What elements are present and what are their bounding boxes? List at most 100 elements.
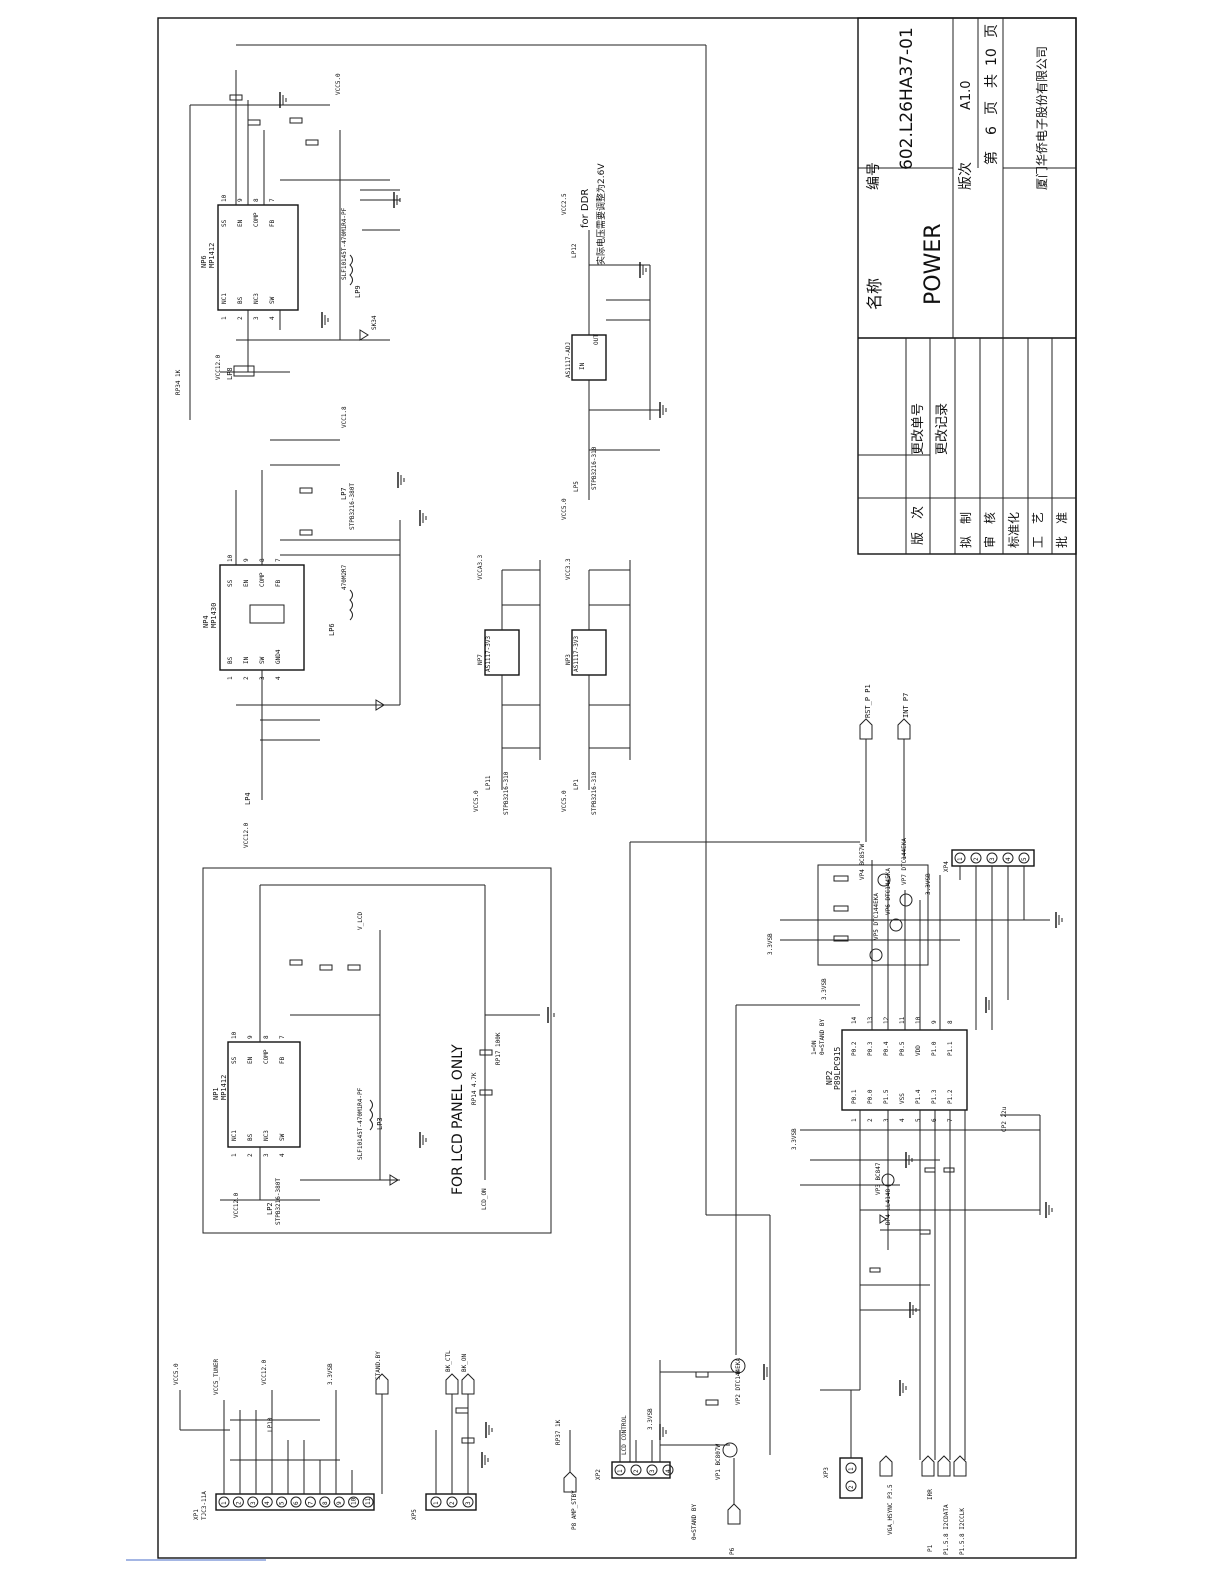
net-v33sb-c: 3.3VSB bbox=[791, 1128, 798, 1150]
np6-pin-number: 10 bbox=[221, 194, 228, 202]
np6-pin-label: SS bbox=[221, 219, 228, 227]
net-v33sb-b: 3.3VSB bbox=[925, 873, 932, 895]
vp3-label: VP3 BC847 bbox=[875, 1162, 882, 1195]
net-int: INT P7 bbox=[902, 693, 910, 718]
title-name-label: 名称 bbox=[865, 278, 884, 310]
xp5-pin-number: 2 bbox=[449, 1501, 456, 1505]
net-i2c-data: P1.5.8 I2CDATA bbox=[943, 1504, 950, 1555]
np2-pin-number: 4 bbox=[899, 1118, 906, 1122]
xp5-pin-number: 3 bbox=[465, 1501, 472, 1505]
xp4-pin bbox=[970, 852, 982, 864]
np1-pin-number: 3 bbox=[263, 1153, 270, 1157]
xp1-pin bbox=[290, 1496, 302, 1508]
title-total-pages: 10 bbox=[984, 48, 1000, 66]
ddr-voltage-note: 实际电压需要调整为2.6V bbox=[595, 163, 607, 265]
np6-pin-number: 7 bbox=[269, 198, 276, 202]
title-name: POWER bbox=[921, 223, 946, 305]
approval-role: 标准化 bbox=[1007, 512, 1021, 548]
title-block: 名称 POWER 编号 602.L26HA37-01 版次 A1.0 第 6 页… bbox=[857, 17, 1077, 555]
xp3-ref: XP3 bbox=[823, 1467, 830, 1478]
approval-roles: 拟 制审 核标准化工 艺批 准 bbox=[959, 512, 1069, 548]
np2-pin-number: 1 bbox=[851, 1118, 858, 1122]
dp4-label: DP4 LL4148 bbox=[885, 1188, 892, 1225]
approval-role: 批 准 bbox=[1054, 512, 1069, 548]
xp1-pin-number: 6 bbox=[293, 1501, 300, 1505]
net-vcc5-np6: VCC5.0 bbox=[335, 73, 342, 95]
np1-inductor-part: SLF10145T-470M1R4-PF bbox=[357, 1087, 364, 1160]
xp1-pin bbox=[348, 1496, 360, 1508]
xp1-part: TJC3-11A bbox=[201, 1491, 208, 1520]
lp7-label: LP7 bbox=[340, 487, 348, 500]
xp1-pin bbox=[261, 1496, 273, 1508]
net-v33sb-a: 3.3VSB bbox=[767, 933, 774, 955]
np2-pin-number: 13 bbox=[867, 1016, 874, 1024]
np4-pin-number: 1 bbox=[227, 676, 234, 680]
ground-symbols bbox=[279, 92, 1063, 1468]
xp5-pin bbox=[446, 1496, 458, 1508]
np2-pin-label: VDD bbox=[915, 1045, 922, 1056]
np1-pin-number: 4 bbox=[279, 1153, 286, 1157]
np1-part: MP1412 bbox=[220, 1075, 228, 1100]
np1-pin-label: COMP bbox=[263, 1049, 270, 1064]
xp2-pin bbox=[614, 1464, 626, 1476]
xp3-pin bbox=[845, 1462, 857, 1474]
title-page-number: 6 bbox=[984, 126, 1000, 135]
np3-ref: NP3 bbox=[565, 654, 572, 665]
vp5-label: VP5 DTC144EKA bbox=[873, 893, 880, 940]
xp1-pin bbox=[276, 1496, 288, 1508]
np2-pin-label: P0.4 bbox=[883, 1041, 890, 1056]
xp1-pin bbox=[232, 1496, 244, 1508]
title-total-unit: 页 bbox=[984, 24, 1000, 38]
sheet-border bbox=[157, 17, 1077, 1559]
np2-note-on: 1=ON bbox=[811, 1040, 818, 1055]
lp3-label: LP3 bbox=[376, 1117, 384, 1130]
approval-role: 拟 制 bbox=[959, 512, 973, 548]
xp5-ref: XP5 bbox=[411, 1509, 418, 1520]
np2-pin-label: P1.0 bbox=[931, 1041, 938, 1056]
lp11-part: STPB3216-310 bbox=[503, 771, 510, 815]
np1-pin-label: NC1 bbox=[231, 1130, 238, 1141]
np4-part: MP1430 bbox=[210, 603, 218, 628]
np2-pin-number: 5 bbox=[915, 1118, 922, 1122]
np2-pin-number: 8 bbox=[947, 1020, 954, 1024]
xp4-pin-number: 2 bbox=[973, 857, 980, 861]
net-standby-vp: 0=STAND BY bbox=[691, 1503, 698, 1540]
np4-pin-label: EN bbox=[243, 579, 250, 587]
np1-pin-number: 1 bbox=[231, 1153, 238, 1157]
int-port: INT P7 bbox=[897, 693, 911, 860]
np6-ref: NP6 bbox=[200, 255, 208, 268]
net-amp-stby: P8 AMP_STBY bbox=[571, 1490, 578, 1530]
xp1-pin-number: 8 bbox=[322, 1501, 329, 1505]
np2-note-standby: 0=STAND BY bbox=[819, 1018, 826, 1055]
np4-inductor-part: 470M2R7 bbox=[341, 564, 348, 590]
net-vcc5-tuner: VCC5_TUNER bbox=[213, 1358, 220, 1395]
mcu-support-circuit: VP3 BC847 DP4 LL4148 CP2 22u 3.3VSB bbox=[791, 1106, 1041, 1460]
np2-pin-label: P1.3 bbox=[931, 1089, 938, 1104]
net-p6: P6 bbox=[729, 1547, 736, 1555]
net-vcc5-np3: VCC5.0 bbox=[561, 790, 568, 812]
lp5-label: LP5 bbox=[573, 481, 580, 492]
np6-inductor-part: SLF10145T-470M1R4-PF bbox=[341, 207, 348, 280]
lp9-label: LP9 bbox=[354, 285, 362, 298]
np2-pin-number: 11 bbox=[899, 1016, 906, 1024]
np6-pin-number: 3 bbox=[253, 316, 260, 320]
xp3-pin-number: 2 bbox=[848, 1485, 855, 1489]
np4-pin-number: 10 bbox=[227, 554, 234, 562]
np4-pin-label: FB bbox=[275, 579, 282, 587]
net-v33sb-xp1: 3.3VSB bbox=[327, 1363, 334, 1385]
vp4-label: VP4 BC857W bbox=[859, 843, 866, 880]
lp8-label: LP8 bbox=[226, 367, 234, 380]
np2-part: P89LPC915 bbox=[833, 1046, 842, 1090]
net-irr: IRR bbox=[927, 1489, 934, 1500]
np4-pin-label: BS bbox=[227, 656, 234, 664]
np1-pin-label: NC3 bbox=[263, 1130, 270, 1141]
np1-ref: NP1 bbox=[212, 1087, 220, 1100]
lp5-part: STPB3216-310 bbox=[591, 446, 598, 490]
xp1-pin bbox=[362, 1496, 374, 1508]
lp1-part: STPB3216-310 bbox=[591, 771, 598, 815]
np4-pin-number: 4 bbox=[275, 676, 282, 680]
np1-pin-label: BS bbox=[247, 1133, 254, 1141]
transistor-network: VP4 BC857W VP5 DTC144EKA VP6 DTC144EKA V… bbox=[767, 838, 1050, 1030]
np2-pin-number: 3 bbox=[883, 1118, 890, 1122]
xp4-pin bbox=[1018, 852, 1030, 864]
